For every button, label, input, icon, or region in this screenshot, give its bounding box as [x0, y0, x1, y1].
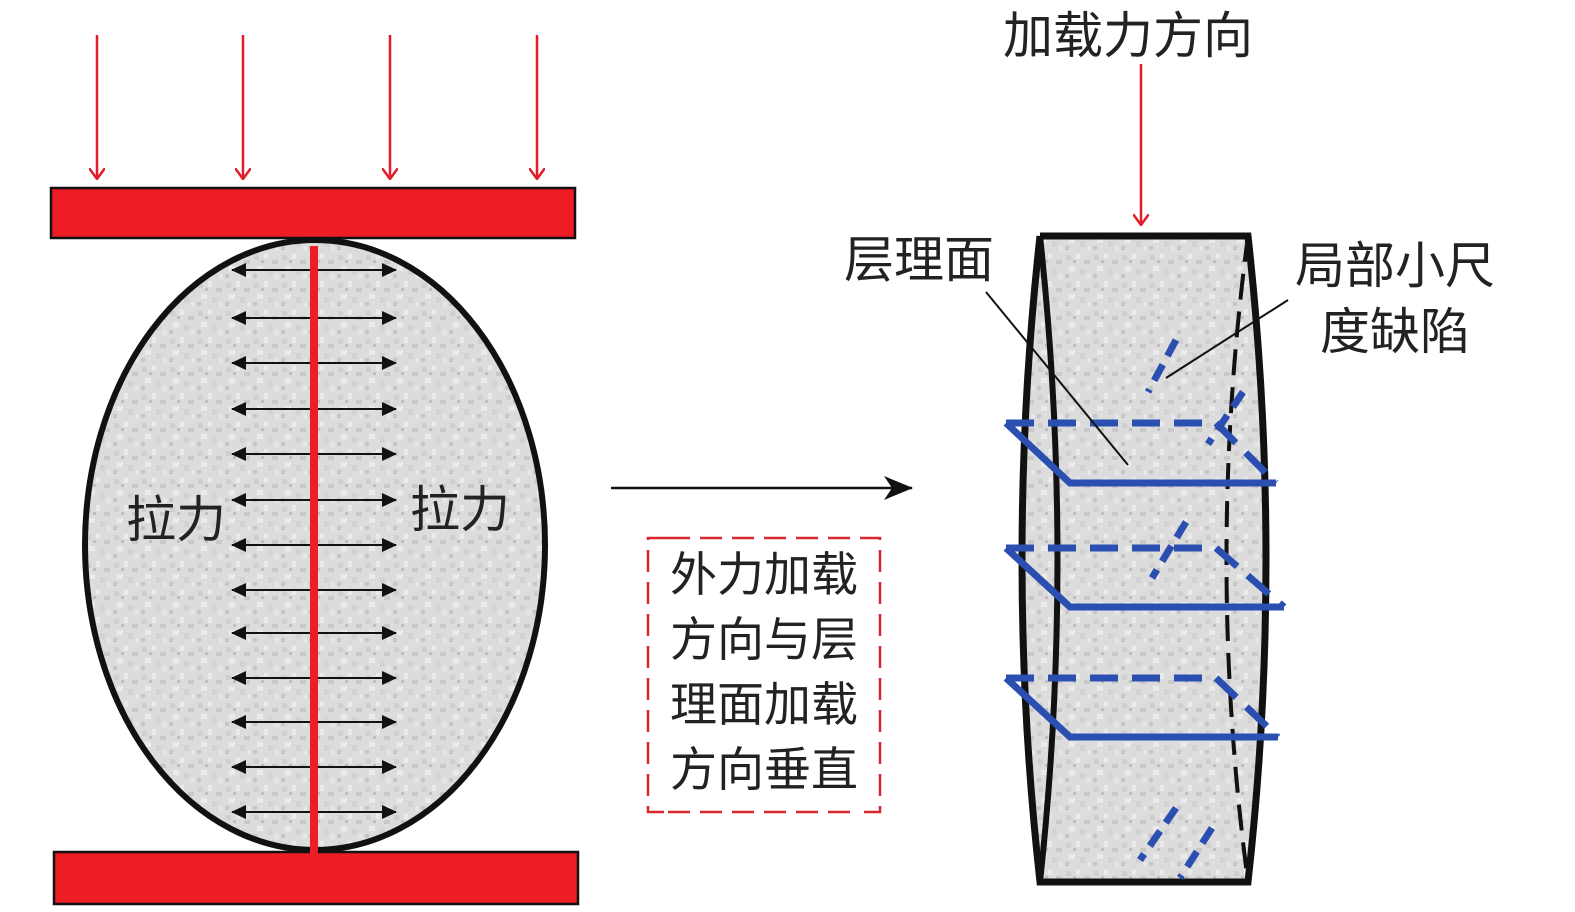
- cylinder-specimen: [985, 232, 1289, 886]
- defect-label-line2: 度缺陷: [1320, 303, 1470, 361]
- deformed-specimen: 拉力 拉力: [82, 237, 548, 854]
- load-arrows-left: [97, 35, 537, 178]
- defect-label-line1: 局部小尺: [1295, 237, 1495, 295]
- tension-label-right: 拉力: [410, 481, 510, 539]
- load-direction-label: 加载力方向: [1003, 7, 1253, 65]
- small-defects: [1137, 338, 1246, 880]
- caption-line-4: 方向垂直: [670, 743, 858, 798]
- caption-line-1: 外力加载: [670, 548, 858, 603]
- caption-box: 外力加载 方向与层 理面加载 方向垂直: [648, 536, 880, 812]
- bottom-platen: [52, 850, 580, 906]
- caption-border: [646, 536, 882, 814]
- tension-label-left: 拉力: [126, 491, 226, 549]
- bedding-plane-2: [1003, 544, 1287, 611]
- caption-line-3: 理面加载: [670, 678, 858, 733]
- bedding-leader: [985, 291, 1129, 466]
- top-platen: [49, 186, 577, 240]
- caption-line-2: 方向与层: [670, 613, 858, 668]
- defect-leader: [1165, 299, 1289, 379]
- bedding-plane-3: [1003, 674, 1281, 741]
- bedding-plane-1: [1003, 419, 1279, 487]
- bedding-plane-label: 层理面: [844, 231, 994, 289]
